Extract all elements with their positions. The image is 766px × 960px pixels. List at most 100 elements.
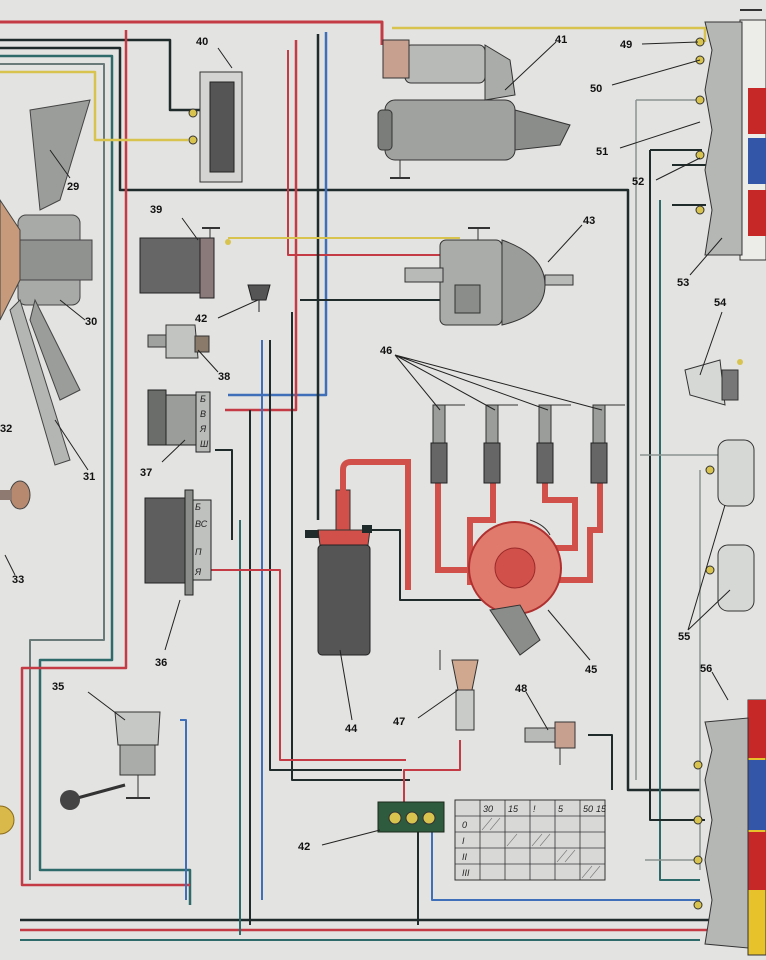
bulb-socket xyxy=(695,37,705,215)
side-repeaters-55 xyxy=(705,439,755,612)
callout-50: 50 xyxy=(590,83,602,95)
terminal-37-b: Б xyxy=(200,394,206,404)
diode-42a xyxy=(247,284,271,312)
callout-40: 40 xyxy=(196,36,208,48)
sensor-48 xyxy=(524,721,576,765)
callout-38: 38 xyxy=(218,371,230,383)
wire-right-8 xyxy=(672,164,706,206)
spark-plug xyxy=(483,404,518,484)
terminal-36-b: Б xyxy=(195,502,201,512)
callout-41: 41 xyxy=(555,34,567,46)
table-header: 50 xyxy=(583,804,593,814)
callout-32: 32 xyxy=(0,423,12,435)
distributor-45 xyxy=(340,459,603,656)
table-row-label: II xyxy=(462,852,468,862)
wire-dark-37 xyxy=(215,449,233,540)
terminal-36-vs: ВС xyxy=(195,519,208,529)
starter-41 xyxy=(377,39,571,179)
callout-56: 56 xyxy=(700,663,712,675)
wire-red-36 xyxy=(210,569,406,761)
stop-switch-35 xyxy=(60,711,161,810)
harness-grey xyxy=(0,63,105,880)
ht-lead-4 xyxy=(542,480,578,551)
harness-red-long xyxy=(20,30,190,887)
callout-47: 47 xyxy=(393,716,405,728)
table-header: 5 xyxy=(558,804,564,814)
rear-light-cluster-56 xyxy=(693,699,766,956)
table-row-label: I xyxy=(462,836,465,846)
table-header: 15 xyxy=(508,804,519,814)
ht-lead-3 xyxy=(467,480,496,585)
table-hatching xyxy=(481,817,601,879)
harness-red-left xyxy=(0,20,384,45)
lamp-54 xyxy=(684,359,743,406)
harness-yellow-top xyxy=(0,70,188,142)
callout-45: 45 xyxy=(585,664,597,676)
terminal-36-p: П xyxy=(195,547,202,557)
spark-plugs-46 xyxy=(430,404,625,484)
harness-yellow-right xyxy=(392,26,707,42)
rear-lamp-left-33 xyxy=(0,480,31,510)
callout-33: 33 xyxy=(12,574,24,586)
regulator-39 xyxy=(139,227,231,299)
wire-right-3 xyxy=(649,150,705,821)
terminal-37-sh: Ш xyxy=(200,439,209,449)
callout-44: 44 xyxy=(345,723,358,735)
callout-39: 39 xyxy=(150,204,162,216)
ignition-switch-42 xyxy=(377,801,445,833)
callout-labels: 29 30 31 32 33 35 36 37 38 39 40 41 42 4… xyxy=(0,34,727,853)
front-light-cluster xyxy=(695,9,766,261)
wire-right-2 xyxy=(659,200,700,881)
ht-lead-5 xyxy=(540,480,603,583)
voltage-regulator-36: Б ВС П Я xyxy=(144,489,212,596)
callout-53: 53 xyxy=(677,277,689,289)
callout-48: 48 xyxy=(515,683,527,695)
relay-40 xyxy=(188,71,243,183)
terminal-36-ya: Я xyxy=(194,567,202,577)
alternator xyxy=(0,99,93,466)
temp-sender-47 xyxy=(439,650,479,731)
harness-dark-top xyxy=(0,38,200,112)
wire-switch-blue xyxy=(431,830,700,901)
ht-lead-1 xyxy=(340,459,411,590)
harness-dark-left xyxy=(0,46,700,792)
solenoid-43 xyxy=(404,227,574,326)
callout-36: 36 xyxy=(155,657,167,669)
table-row-label: 0 xyxy=(462,820,467,830)
gear-edge xyxy=(0,805,15,835)
spark-plug xyxy=(430,404,465,484)
callout-29: 29 xyxy=(67,181,79,193)
ignition-coil-44 xyxy=(305,489,372,656)
wiring-harness xyxy=(0,20,720,941)
oil-sender-38 xyxy=(147,324,210,359)
callout-49: 49 xyxy=(620,39,632,51)
leader-lines xyxy=(4,41,731,846)
wire-coil-dist xyxy=(368,529,490,601)
terminal-37-ya: Я xyxy=(199,424,207,434)
wire-right-4 xyxy=(635,99,702,780)
table-header: 15 xyxy=(596,804,607,814)
wire-dark-36b xyxy=(269,340,402,771)
wire-blue-central xyxy=(228,32,328,397)
wire-red-central xyxy=(225,40,298,412)
wire-dark-ign2 xyxy=(291,312,410,781)
callout-30: 30 xyxy=(85,316,97,328)
wire-red-2 xyxy=(287,50,440,256)
terminal-37-v: В xyxy=(200,409,206,419)
callout-42-top: 42 xyxy=(195,313,207,325)
callout-37: 37 xyxy=(140,467,152,479)
spark-plug xyxy=(536,404,571,484)
callout-42-bottom: 42 xyxy=(298,841,310,853)
callout-46: 46 xyxy=(380,345,392,357)
callout-54: 54 xyxy=(714,297,727,309)
callout-55: 55 xyxy=(678,631,690,643)
callout-51: 51 xyxy=(596,146,608,158)
callout-52: 52 xyxy=(632,176,644,188)
table-header: ! xyxy=(533,804,536,814)
wire-35 xyxy=(180,719,187,900)
table-row-label: III xyxy=(462,868,470,878)
spark-plug xyxy=(590,404,625,484)
wire-48 xyxy=(588,734,613,790)
switch-position-table: 30 15 ! 5 50 15 0 I II III xyxy=(454,799,607,881)
